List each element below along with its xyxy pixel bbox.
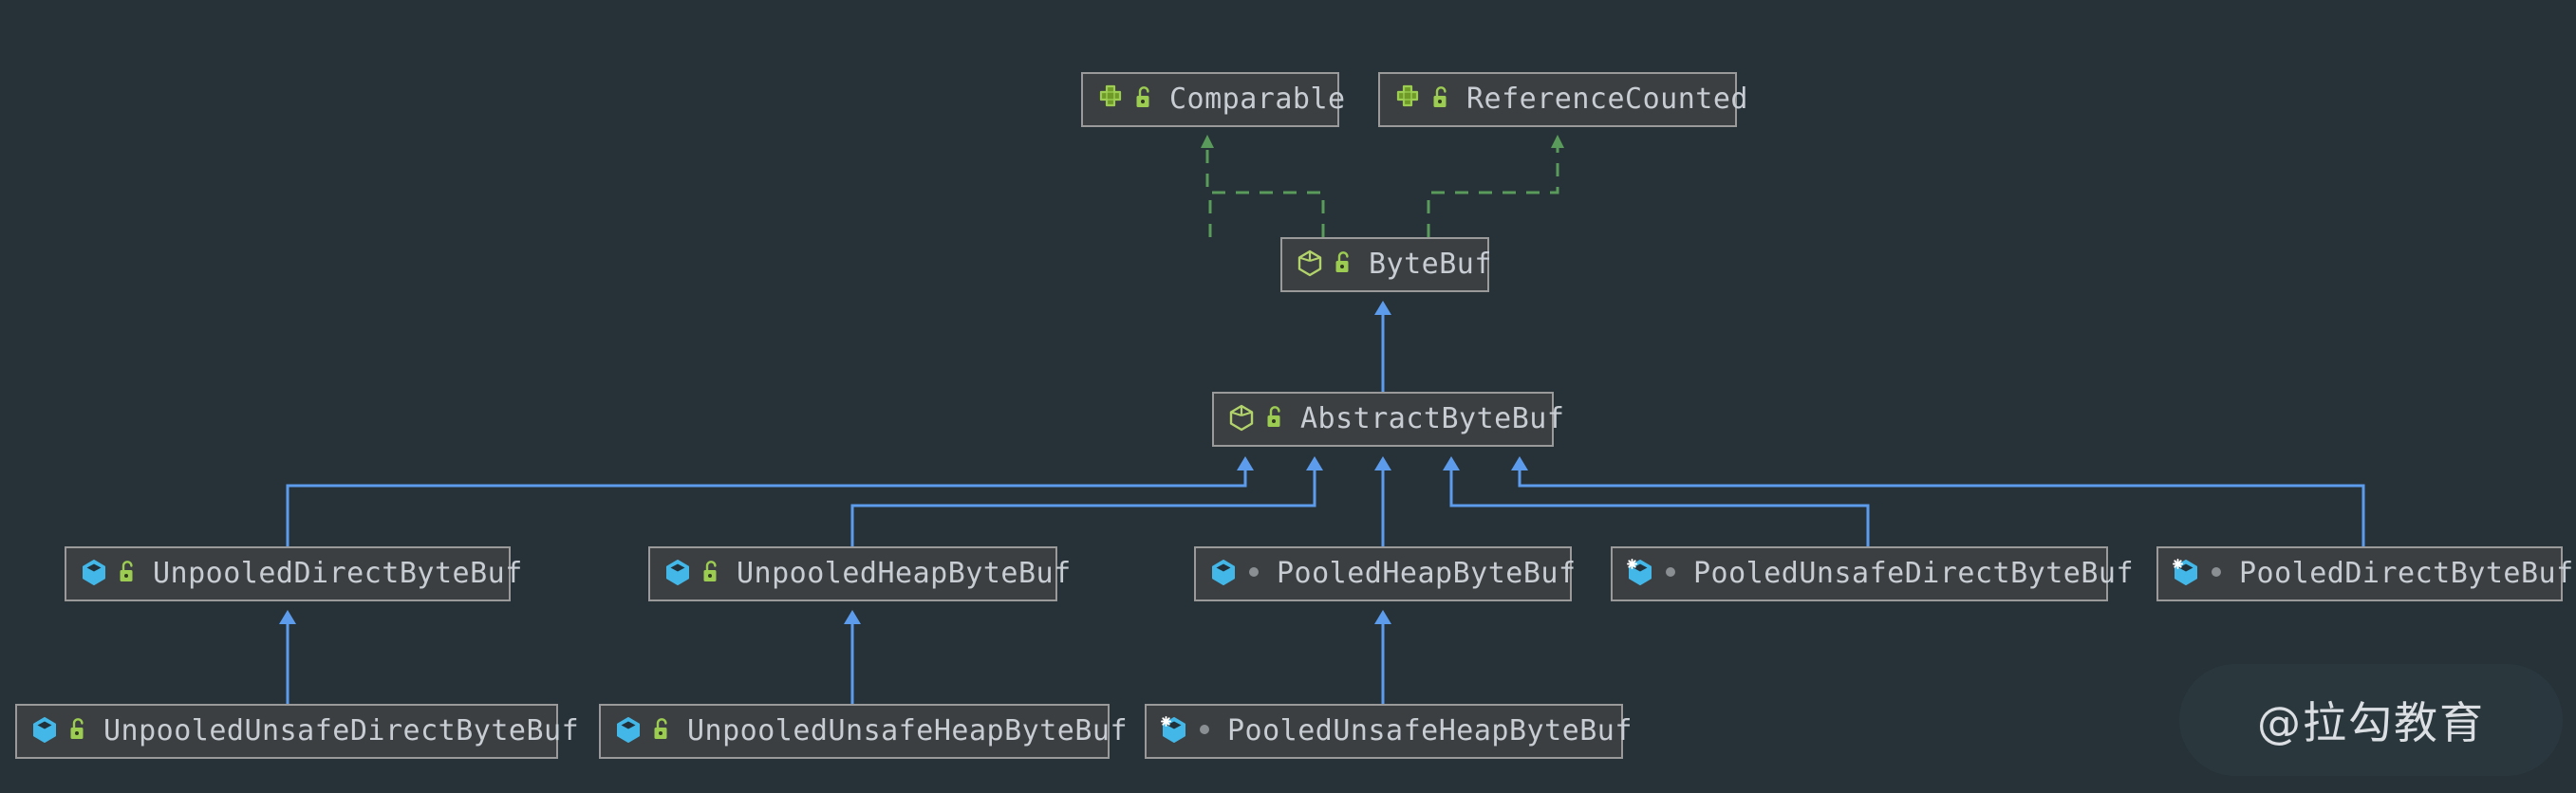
package-private-dot-icon [1246,564,1261,583]
class-icon [663,558,692,590]
final-class-icon [1160,715,1188,747]
class-node-label: UnpooledUnsafeDirectByteBuf [103,714,580,747]
package-private-dot-icon [1197,722,1212,741]
unlocked-padlock-icon [1430,84,1451,115]
unlocked-padlock-icon [1264,404,1285,434]
package-private-dot-icon [2209,564,2224,583]
class-node-reference-counted[interactable]: ReferenceCounted [1378,72,1747,127]
class-node-pooled-unsafe-heap-bytebuf[interactable]: PooledUnsafeHeapByteBuf [1145,704,1632,759]
interface-icon [1393,83,1422,116]
edge-bytebuf-to-comparable [1208,192,1212,237]
class-node-comparable[interactable]: Comparable [1081,72,1345,127]
class-node-pooled-direct-bytebuf[interactable]: PooledDirectByteBuf [2156,546,2573,601]
class-node-pooled-unsafe-direct-bytebuf[interactable]: PooledUnsafeDirectByteBuf [1611,546,2134,601]
interface-icon [1096,83,1125,116]
final-class-icon [1626,558,1654,590]
class-node-label: UnpooledDirectByteBuf [153,557,523,590]
class-node-abstract-bytebuf[interactable]: AbstractByteBuf [1212,392,1564,447]
abstract-class-icon [1227,403,1256,435]
class-node-label: UnpooledHeapByteBuf [737,557,1072,590]
unlocked-padlock-icon [117,559,138,589]
unlocked-padlock-icon [67,716,88,747]
class-node-label: PooledDirectByteBuf [2239,557,2574,590]
class-node-unpooled-unsafe-heap-bytebuf[interactable]: UnpooledUnsafeHeapByteBuf [599,704,1128,759]
class-node-label: AbstractByteBuf [1300,402,1565,435]
package-private-dot-icon [1663,564,1678,583]
class-node-pooled-heap-bytebuf[interactable]: PooledHeapByteBuf [1194,546,1576,601]
class-icon [1209,558,1238,590]
watermark-badge: @拉勾教育 [2179,664,2563,776]
class-node-label: ByteBuf [1369,248,1492,281]
class-node-label: PooledUnsafeDirectByteBuf [1693,557,2135,590]
class-node-bytebuf[interactable]: ByteBuf [1280,237,1492,292]
abstract-class-icon [1296,249,1324,281]
realization-edges [1201,135,1564,237]
class-node-label: PooledUnsafeHeapByteBuf [1227,714,1633,747]
watermark-text: @拉勾教育 [2257,697,2485,748]
class-node-unpooled-direct-bytebuf[interactable]: UnpooledDirectByteBuf [65,546,522,601]
class-node-label: PooledHeapByteBuf [1277,557,1577,590]
inheritance-edges [279,301,2365,704]
class-node-label: ReferenceCounted [1466,83,1748,116]
class-icon [30,715,59,747]
final-class-icon [2172,558,2200,590]
class-icon [614,715,643,747]
class-icon [80,558,108,590]
unlocked-padlock-icon [651,716,672,747]
class-node-unpooled-heap-bytebuf[interactable]: UnpooledHeapByteBuf [648,546,1071,601]
class-node-unpooled-unsafe-direct-bytebuf[interactable]: UnpooledUnsafeDirectByteBuf [15,704,579,759]
unlocked-padlock-icon [1333,249,1353,280]
unlocked-padlock-icon [700,559,721,589]
class-node-label: UnpooledUnsafeHeapByteBuf [687,714,1129,747]
class-node-label: Comparable [1169,83,1346,116]
unlocked-padlock-icon [1133,84,1154,115]
